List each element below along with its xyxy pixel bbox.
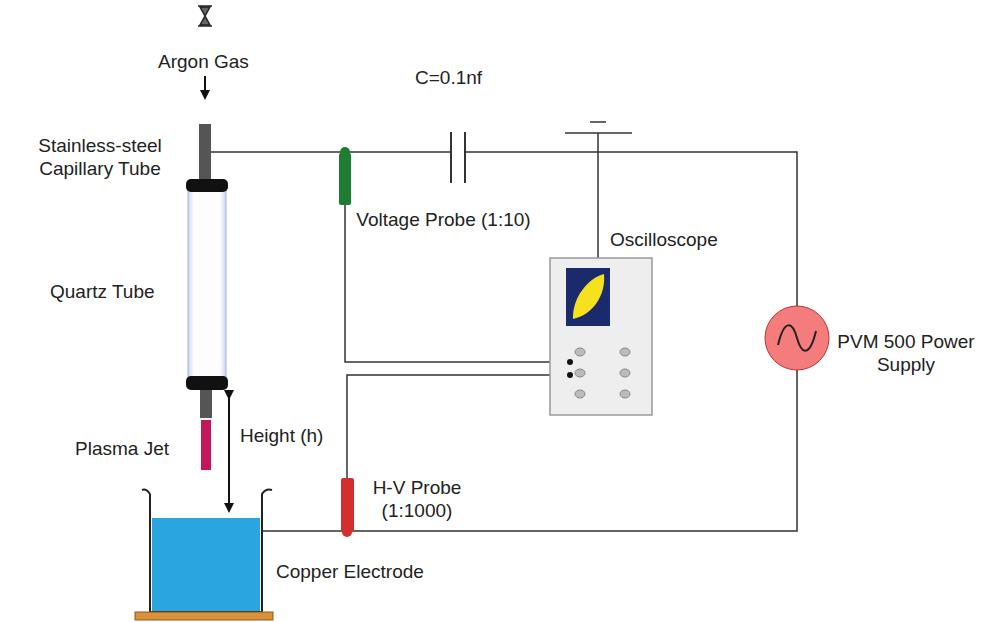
probe-label: Voltage Probe (1:10) [356, 208, 531, 231]
part-label: Quartz Tube [50, 280, 155, 303]
probe-tip [340, 147, 350, 157]
capacitor-label: C=0.1nf [415, 66, 482, 89]
gas-arrow [204, 76, 206, 98]
part-label: Plasma Jet [75, 437, 169, 460]
dimension-label: Height (h) [240, 424, 323, 447]
gas-label: Argon Gas [158, 50, 249, 73]
valve-symbol [198, 6, 212, 26]
ground-symbol [565, 122, 632, 133]
probe-tip [342, 527, 352, 537]
oscilloscope-symbol [550, 258, 652, 415]
device-label: Oscilloscope [610, 228, 718, 251]
height-arrow [228, 398, 230, 511]
capillary-tube [199, 124, 211, 182]
part-label: Stainless-steel Capillary Tube [30, 134, 170, 180]
tube-cap [186, 179, 228, 192]
probe-label: H-V Probe (1:1000) [362, 476, 472, 522]
capacitor-symbol [451, 132, 465, 183]
hv-probe [341, 478, 354, 532]
tube-cap [186, 376, 228, 390]
nozzle [200, 390, 212, 418]
device-label: PVM 500 Power Supply [836, 330, 976, 376]
part-label: Copper Electrode [276, 560, 424, 583]
quartz-tube [188, 190, 226, 378]
voltage-probe [339, 153, 351, 205]
plasma-jet [201, 420, 211, 470]
wires [211, 133, 797, 531]
power-supply-symbol [765, 306, 829, 370]
beaker [135, 490, 273, 621]
